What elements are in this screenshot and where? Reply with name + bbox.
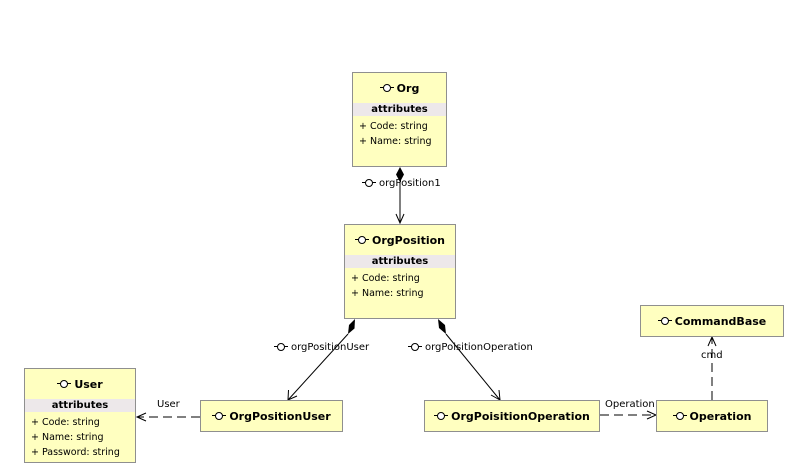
attribute: + Code: string — [351, 273, 420, 284]
class-name: User — [74, 377, 103, 391]
attribute: + Password: string — [31, 447, 120, 458]
arrow-head — [707, 335, 717, 347]
class-header: OrgPosition — [345, 225, 455, 255]
class-name: Operation — [689, 409, 752, 423]
interface-icon — [362, 179, 376, 187]
class-header: OrgPositionUser — [201, 401, 342, 431]
interface-icon — [657, 317, 672, 325]
interface-icon — [408, 343, 422, 351]
attribute-list: + Code: string + Name: string — [345, 268, 455, 301]
class-orgpoisitionoperation[interactable]: OrgPoisitionOperation — [424, 400, 600, 432]
link-label-orgpoisitionoperation: orgPoisitionOperation — [408, 342, 533, 353]
class-header: OrgPoisitionOperation — [425, 401, 599, 431]
attribute: + Name: string — [359, 136, 432, 147]
link-label-cmd: cmd — [701, 350, 723, 361]
dependency-operation-commandbase — [707, 335, 717, 400]
interface-icon — [354, 236, 369, 244]
arrow-head — [395, 213, 405, 225]
composition-diamond — [438, 319, 446, 334]
class-orgpositionuser[interactable]: OrgPositionUser — [200, 400, 343, 432]
class-orgposition[interactable]: OrgPosition attributes + Code: string + … — [344, 224, 456, 319]
interface-icon — [434, 412, 449, 420]
class-commandbase[interactable]: CommandBase — [640, 305, 784, 337]
class-operation[interactable]: Operation — [656, 400, 768, 432]
link-label-operation: Operation — [605, 399, 655, 410]
section-label: attributes — [353, 103, 446, 116]
composition-diamond — [396, 167, 404, 182]
class-header: Operation — [657, 401, 767, 431]
class-name: Org — [396, 81, 420, 95]
class-name: OrgPositionUser — [229, 409, 331, 423]
section-label: attributes — [345, 255, 455, 268]
class-header: CommandBase — [641, 306, 783, 336]
composition-diamond — [348, 319, 355, 334]
dependency-orgpoisitionoperation-operation — [600, 410, 658, 420]
attribute: + Code: string — [359, 121, 428, 132]
interface-icon — [212, 412, 227, 420]
attribute-list: + Code: string + Name: string — [353, 116, 446, 149]
arrow-head — [135, 412, 147, 422]
attribute-list: + Code: string + Name: string + Password… — [25, 412, 135, 460]
interface-icon — [672, 412, 687, 420]
class-name: OrgPoisitionOperation — [451, 409, 590, 423]
composition-org-orgposition — [395, 167, 405, 225]
interface-icon — [274, 343, 288, 351]
link-label-orgposition1: orgPosition1 — [362, 178, 441, 189]
interface-icon — [57, 380, 72, 388]
attribute: + Code: string — [31, 417, 100, 428]
class-name: OrgPosition — [371, 233, 445, 247]
class-header: Org — [353, 73, 446, 103]
attribute: + Name: string — [351, 288, 424, 299]
class-user[interactable]: User attributes + Code: string + Name: s… — [24, 368, 136, 463]
link-label-user: User — [157, 399, 180, 410]
attribute: + Name: string — [31, 432, 104, 443]
link-label-orgpositionuser: orgPositionUser — [274, 342, 369, 353]
class-name: CommandBase — [674, 314, 767, 328]
composition-orgposition-orgpositionuser — [287, 319, 355, 401]
interface-icon — [379, 84, 394, 92]
class-org[interactable]: Org attributes + Code: string + Name: st… — [352, 72, 447, 167]
composition-orgposition-orgpoisitionoperation — [438, 319, 501, 401]
dependency-orgpositionuser-user — [135, 412, 200, 422]
class-header: User — [25, 369, 135, 399]
section-label: attributes — [25, 399, 135, 412]
